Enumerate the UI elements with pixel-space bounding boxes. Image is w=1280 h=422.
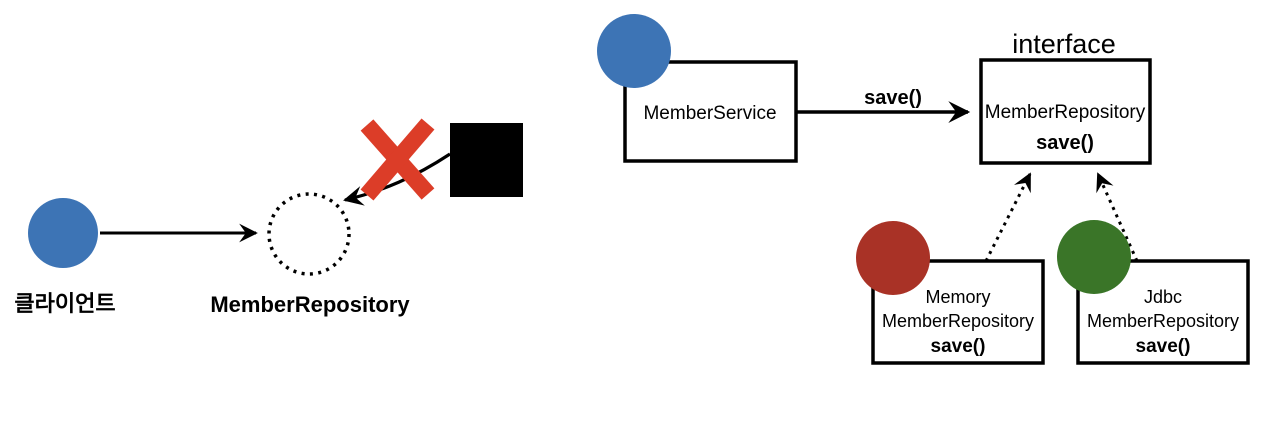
memory-impl-prefix-label: Memory bbox=[925, 287, 990, 307]
jdbc-impl-circle-icon bbox=[1057, 220, 1131, 294]
memory-impl-method-label: save() bbox=[931, 336, 986, 357]
repository-label: MemberRepository bbox=[210, 292, 410, 317]
jdbc-impl-prefix-label: Jdbc bbox=[1144, 287, 1182, 307]
interface-method-label: save() bbox=[1036, 132, 1094, 154]
memory-realization-arrow bbox=[984, 172, 1032, 262]
abstract-repository-dotted-circle-icon bbox=[267, 192, 351, 276]
save-arrow-label: save() bbox=[864, 87, 922, 109]
memory-impl-name-label: MemberRepository bbox=[882, 311, 1034, 331]
client-circle-icon bbox=[28, 198, 98, 268]
forbidden-dependency-curved-arrow bbox=[343, 152, 451, 206]
red-x-icon bbox=[360, 118, 435, 201]
interface-caption: interface bbox=[1012, 29, 1116, 59]
client-label: 클라이언트 bbox=[14, 291, 115, 316]
concrete-class-black-square-icon bbox=[450, 123, 523, 197]
jdbc-impl-method-label: save() bbox=[1136, 336, 1191, 357]
service-circle-icon bbox=[597, 14, 671, 88]
member-service-label: MemberService bbox=[643, 103, 776, 124]
jdbc-impl-name-label: MemberRepository bbox=[1087, 311, 1239, 331]
interface-box bbox=[979, 58, 1152, 165]
memory-impl-circle-icon bbox=[856, 221, 930, 295]
interface-name-label: MemberRepository bbox=[985, 102, 1146, 123]
